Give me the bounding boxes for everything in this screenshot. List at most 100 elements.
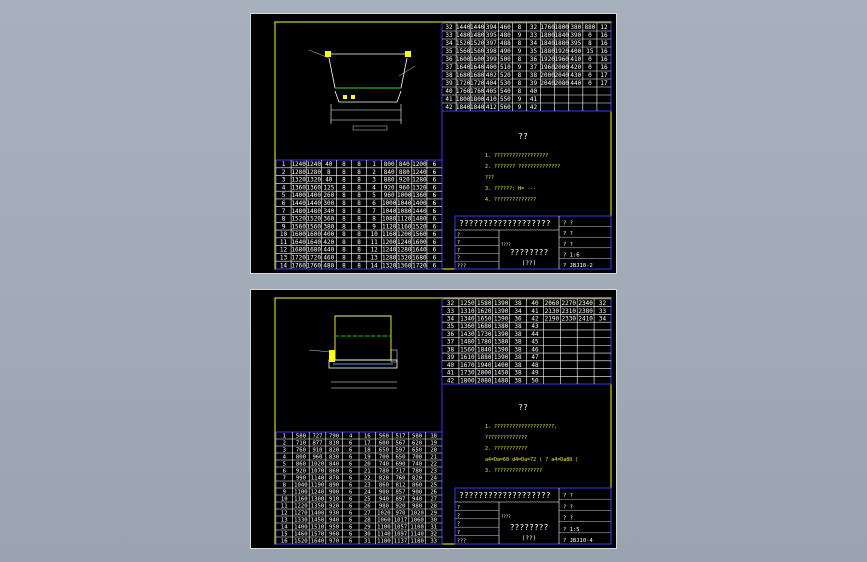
top-data-table-cell: 17 — [600, 80, 608, 87]
bottom-data-table-cell: 2 — [372, 169, 376, 176]
top-data-table-cell: 1720 — [456, 80, 471, 87]
title-block-left-cell: ? — [457, 505, 460, 511]
bottom-data-table-cell: 6 — [433, 255, 437, 262]
bottom-data-table-cell: 2 — [282, 169, 286, 176]
title-block-label: ???? — [501, 514, 511, 519]
bottom-data-table-cell: 1240 — [412, 169, 427, 176]
top-data-table-cell: 35 — [447, 323, 455, 330]
top-data-table-cell: 1840 — [456, 104, 471, 111]
top-data-table-cell: 1430 — [460, 331, 475, 338]
bottom-data-table-cell: 6 — [349, 440, 352, 446]
bottom-data-table-cell: 8 — [342, 223, 346, 230]
top-data-table-cell: 34 — [599, 315, 607, 322]
top-data-table-cell: 16 — [600, 40, 608, 47]
top-data-table-cell: 36 — [530, 56, 538, 63]
bottom-data-table-cell: 12 — [280, 247, 288, 254]
bottom-data-table-cell: 125 — [323, 184, 334, 191]
top-data-table-cell: 32 — [445, 24, 453, 31]
bottom-data-table-cell: 920 — [395, 503, 405, 509]
top-data-table-cell: 46 — [531, 346, 539, 353]
bottom-data-table-cell: 950 — [329, 524, 339, 530]
bottom-data-table-cell: 1480 — [412, 216, 427, 223]
top-data-table-cell: 1600 — [456, 56, 471, 63]
bottom-data-table-cell: 1240 — [291, 161, 306, 168]
bottom-data-table-cell: 20 — [364, 461, 371, 467]
title-block-left-cell: ??? — [457, 264, 466, 270]
top-data-table-cell: 1800 — [460, 377, 475, 384]
bottom-data-table-cell: 29 — [430, 510, 437, 516]
bottom-data-table-cell: 340 — [323, 208, 334, 215]
bottom-data-table-cell: 8 — [357, 255, 361, 262]
bottom-data-table-cell: 1060 — [410, 517, 423, 523]
bottom-data-table-cell: 6 — [349, 517, 352, 523]
bottom-data-table-cell: 8 — [342, 231, 346, 238]
bottom-data-table-cell: 1330 — [294, 517, 307, 523]
top-data-table-cell: 399 — [486, 56, 497, 63]
title-block-right-cell: ? ? — [563, 242, 573, 248]
top-data-table-cell: 1480 — [470, 32, 485, 39]
bottom-data-table-cell: 1460 — [294, 531, 307, 537]
title-block-border — [454, 215, 612, 270]
bottom-data-table-cell: 6 — [349, 454, 352, 460]
bottom-data-table-cell: 1400 — [311, 510, 324, 516]
bottom-data-table-cell: 1070 — [311, 468, 324, 474]
bottom-data-table-cell: 8 — [342, 161, 346, 168]
top-data-table-cell: 1390 — [494, 346, 509, 353]
bottom-data-table-cell: 14 — [280, 262, 288, 269]
top-data-table-cell: 1480 — [494, 377, 509, 384]
bottom-data-table-cell: 6 — [433, 247, 437, 254]
bottom-data-table-cell: 900 — [329, 489, 339, 495]
bottom-data-table-cell: 1400 — [294, 524, 307, 530]
notes-item: a4=Da=60 d4=Da=72 ( ? a4=Da80 ) — [485, 457, 578, 463]
bottom-data-table-cell: 8 — [357, 200, 361, 207]
section-outline — [328, 57, 408, 89]
bottom-data-table-cell: 4 — [349, 433, 353, 439]
bottom-data-table-cell: 860 — [329, 468, 339, 474]
top-data-table-cell: 40 — [445, 88, 453, 95]
title-block-center: ???????? — [510, 248, 549, 257]
bottom-data-table-cell: 16 — [364, 433, 371, 439]
bottom-data-table-cell: 28 — [364, 517, 371, 523]
bottom-data-table-cell: 8 — [357, 208, 361, 215]
top-data-table-cell: 880 — [584, 24, 595, 31]
bottom-data-table-cell: 810 — [329, 440, 339, 446]
top-data-table-cell: 2060 — [545, 300, 560, 307]
bottom-data-table-cell: 920 — [384, 184, 395, 191]
top-data-table-cell: 38 — [514, 354, 522, 361]
bottom-data-table-cell: 6 — [349, 531, 352, 537]
top-data-table-cell: 36 — [514, 315, 522, 322]
top-data-table-cell: 41 — [530, 96, 538, 103]
bottom-data-table-cell: 6 — [349, 461, 352, 467]
title-block-left-cell: ??? — [457, 539, 466, 545]
bottom-data-table-cell: 897 — [395, 496, 405, 502]
top-data-table-cell: 1400 — [494, 362, 509, 369]
top-data-table-cell: 1390 — [494, 300, 509, 307]
bottom-data-table-cell: 960 — [384, 192, 395, 199]
vessel-base — [328, 359, 398, 369]
top-data-table-cell: 1360 — [460, 323, 475, 330]
bottom-data-table-cell: 1320 — [382, 262, 397, 269]
bottom-data-table-cell: 980 — [412, 503, 422, 509]
bottom-data-table-cell: 597 — [395, 447, 405, 453]
top-data-table-cell: 0 — [588, 32, 592, 39]
bottom-data-table-cell: 880 — [384, 177, 395, 184]
top-data-table-cell: 2190 — [545, 315, 560, 322]
top-data-table-cell: 44 — [531, 331, 539, 338]
bottom-data-table-cell: 8 — [357, 216, 361, 223]
bottom-data-table-cell: 1560 — [291, 223, 306, 230]
top-data-table-cell: 1760 — [456, 88, 471, 95]
top-data-table-cell: 35 — [530, 48, 538, 55]
bottom-data-table-cell: 1720 — [412, 262, 427, 269]
bottom-data-table-cell: 560 — [379, 433, 389, 439]
bottom-data-table-cell: 1240 — [382, 247, 397, 254]
bottom-data-table-cell: 1440 — [412, 208, 427, 215]
bottom-data-table-cell: 3 — [282, 177, 286, 184]
bottom-data-table-cell: 1520 — [294, 538, 307, 544]
title-block-right-cell: ? JBJ10-4 — [563, 538, 593, 544]
vessel-body — [334, 315, 392, 361]
top-data-table-cell: 1480 — [456, 32, 471, 39]
bottom-data-table-cell: 1200 — [397, 231, 412, 238]
bottom-data-table-cell: 1080 — [382, 216, 397, 223]
top-data-table-cell: 1390 — [494, 354, 509, 361]
